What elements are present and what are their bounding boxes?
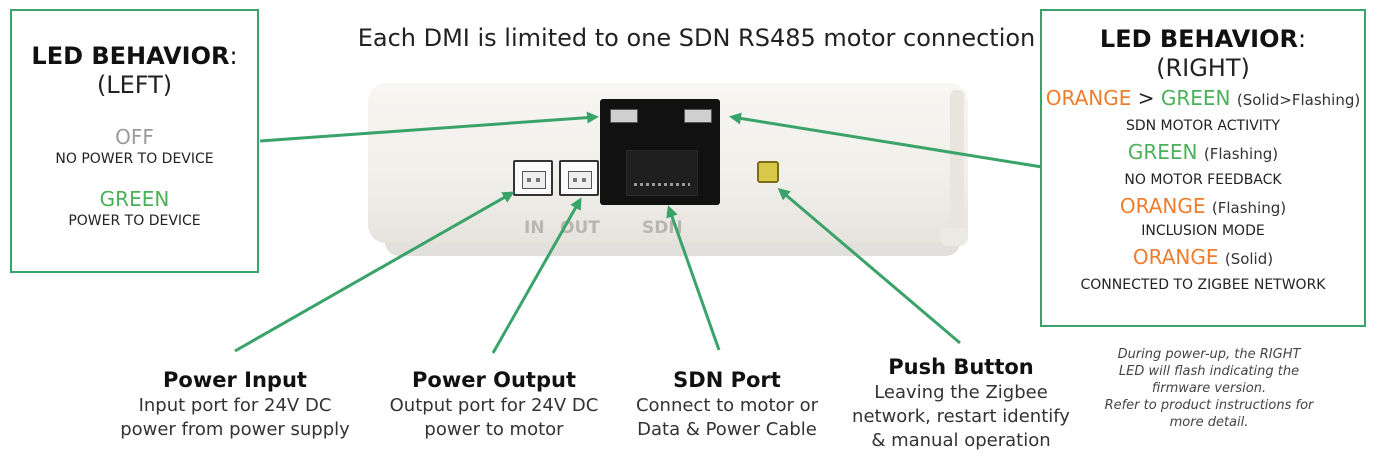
- arrow-led-left: [259, 111, 599, 143]
- led-right-heading: LED BEHAVIOR:: [1099, 25, 1307, 53]
- led-behavior-left-box: LED BEHAVIOR: (LEFT) OFF NO POWER TO DEV…: [10, 9, 259, 273]
- callout-power-output: Power Output Output port for 24V DC powe…: [374, 366, 614, 442]
- note-line: Refer to product instructions for: [1104, 398, 1314, 413]
- callout-desc-line: Input port for 24V DC: [138, 395, 332, 416]
- callout-desc-line: power to motor: [424, 419, 564, 440]
- callout-desc-line: & manual operation: [871, 430, 1051, 451]
- device-label-in: IN: [524, 218, 545, 238]
- led-left-side: (LEFT): [96, 71, 173, 99]
- callout-desc-line: Leaving the Zigbee: [874, 382, 1048, 403]
- led-left-state-green-desc: POWER TO DEVICE: [68, 213, 201, 229]
- power-input-connector: [513, 160, 553, 196]
- callout-push-button: Push Button Leaving the Zigbee network, …: [838, 353, 1084, 453]
- led-right-state-4-desc: CONNECTED TO ZIGBEE NETWORK: [1080, 277, 1326, 293]
- arrow-power-output: [491, 197, 582, 354]
- callout-sdn-port: SDN Port Connect to motor or Data & Powe…: [616, 366, 838, 442]
- rj45-pins: [634, 183, 690, 186]
- note-line: more detail.: [1169, 415, 1249, 430]
- power-output-connector: [559, 160, 599, 196]
- led-left-heading: LED BEHAVIOR:: [31, 42, 238, 70]
- led-right-state-4: ORANGE (Solid): [1132, 245, 1274, 269]
- led-right-state-2: GREEN (Flashing): [1127, 140, 1279, 164]
- push-button: [757, 161, 779, 183]
- callout-desc-line: network, restart identify: [852, 406, 1070, 427]
- note-line: During power-up, the RIGHT: [1117, 347, 1301, 362]
- device-mount-tab: [940, 228, 968, 246]
- device-label-out: OUT: [560, 218, 600, 238]
- led-behavior-right-box: LED BEHAVIOR: (RIGHT) ORANGE > GREEN (So…: [1040, 9, 1366, 327]
- left-led-indicator: [610, 109, 638, 123]
- firmware-note: During power-up, the RIGHT LED will flas…: [1096, 346, 1322, 431]
- callout-title: Push Button: [888, 355, 1034, 379]
- callout-desc-line: Output port for 24V DC: [389, 395, 599, 416]
- led-right-state-2-desc: NO MOTOR FEEDBACK: [1124, 172, 1282, 188]
- device-label-sdn: SDN: [642, 218, 683, 238]
- callout-desc-line: power from power supply: [120, 419, 350, 440]
- callout-desc-line: Connect to motor or: [635, 395, 819, 416]
- led-right-side: (RIGHT): [1156, 54, 1250, 82]
- callout-desc-line: Data & Power Cable: [637, 419, 817, 440]
- note-line: firmware version.: [1151, 381, 1267, 396]
- callout-power-input: Power Input Input port for 24V DC power …: [110, 366, 360, 442]
- callout-title: Power Input: [163, 368, 307, 392]
- rj45-slot: [626, 150, 698, 196]
- arrow-led-right: [729, 112, 1043, 169]
- arrow-push-button: [777, 188, 961, 345]
- diagram-title: Each DMI is limited to one SDN RS485 mot…: [357, 24, 1036, 52]
- led-right-state-3-desc: INCLUSION MODE: [1141, 223, 1265, 239]
- led-right-state-1: ORANGE > GREEN (Solid>Flashing): [1045, 86, 1361, 110]
- led-right-state-1-desc: SDN MOTOR ACTIVITY: [1125, 118, 1281, 134]
- callout-title: Power Output: [412, 368, 576, 392]
- arrow-power-input: [234, 191, 515, 353]
- note-line: LED will flash indicating the: [1118, 364, 1300, 379]
- led-right-state-3: ORANGE (Flashing): [1119, 194, 1287, 218]
- device-side-edge: [950, 90, 964, 240]
- callout-title: SDN Port: [673, 368, 781, 392]
- led-left-state-green: GREEN: [99, 187, 170, 211]
- led-left-state-off-desc: NO POWER TO DEVICE: [55, 151, 214, 167]
- led-left-state-off: OFF: [115, 125, 154, 149]
- right-led-indicator: [684, 109, 712, 123]
- arrow-sdn-port: [666, 205, 721, 351]
